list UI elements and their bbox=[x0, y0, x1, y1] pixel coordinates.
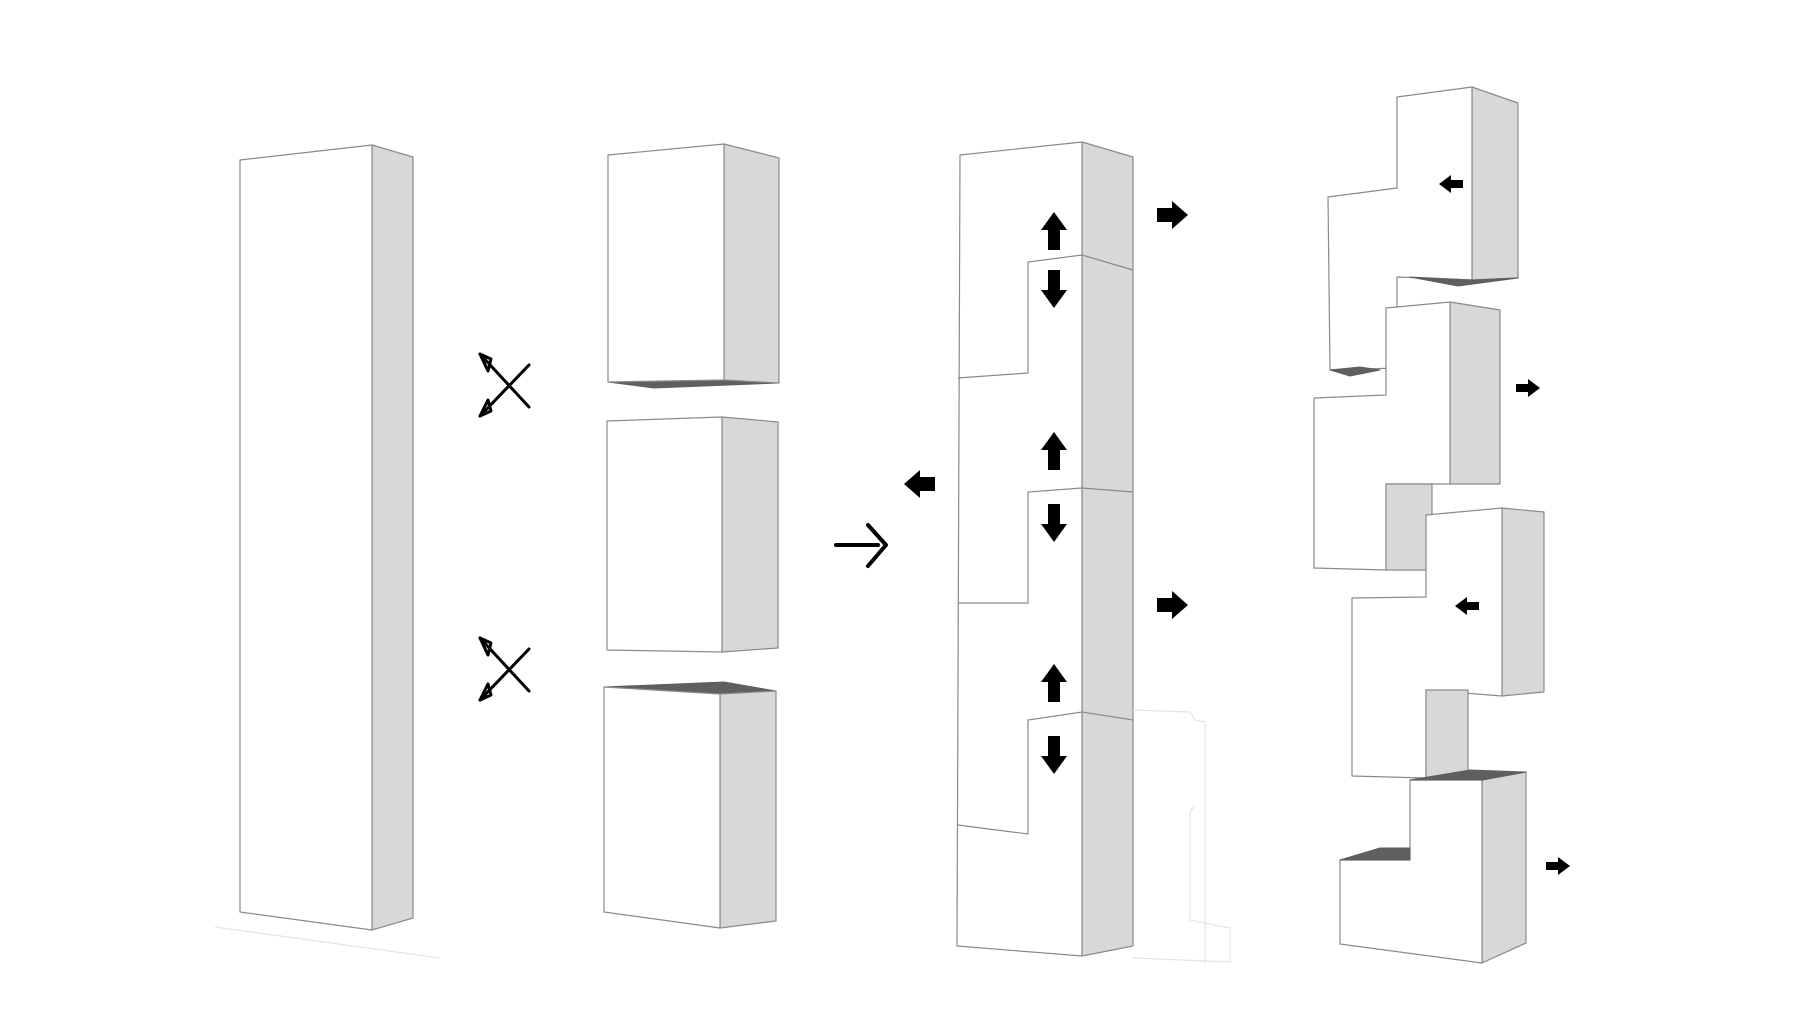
shadow-face bbox=[1339, 847, 1411, 861]
block-side-face bbox=[719, 690, 777, 929]
ghost-outline bbox=[1132, 709, 1206, 964]
scissors-icon bbox=[478, 636, 531, 702]
ghost-outline bbox=[1132, 804, 1231, 963]
block-side-face bbox=[1449, 301, 1501, 485]
scissors-icon bbox=[478, 352, 531, 418]
right-arrow-icon bbox=[1516, 379, 1540, 397]
block-side-face bbox=[1481, 771, 1527, 964]
right-arrow-icon bbox=[834, 523, 888, 568]
stack-side-face bbox=[1081, 141, 1134, 957]
block-upper bbox=[607, 143, 780, 389]
left-arrow-icon bbox=[904, 470, 935, 498]
down-arrow-icon bbox=[1041, 504, 1067, 542]
single-slab bbox=[214, 144, 441, 959]
block-side-face bbox=[721, 416, 779, 653]
block-side-face bbox=[1501, 507, 1545, 697]
slab-ground-line bbox=[214, 926, 441, 959]
block-front-face bbox=[603, 686, 721, 929]
slab-front-face bbox=[239, 144, 373, 931]
slab-side-face bbox=[371, 144, 414, 931]
block-side-face bbox=[723, 143, 780, 384]
down-arrow-icon bbox=[1041, 736, 1067, 774]
block-front-face bbox=[1339, 779, 1483, 964]
block-lower bbox=[603, 681, 777, 929]
step-seam-1 bbox=[957, 254, 1134, 379]
right-arrow-icon bbox=[1546, 857, 1570, 875]
down-arrow-icon bbox=[1041, 270, 1067, 308]
shadow-face bbox=[1409, 769, 1527, 781]
up-arrow-icon bbox=[1041, 212, 1067, 250]
left-arrow-icon bbox=[1439, 175, 1463, 193]
offset-shifted-stack bbox=[1313, 86, 1570, 964]
shifted-block-2 bbox=[1313, 301, 1501, 571]
cut-into-three-blocks bbox=[603, 143, 780, 929]
block-side-face bbox=[1385, 483, 1433, 571]
right-arrow-icon bbox=[1157, 591, 1188, 619]
block-side-face bbox=[1471, 86, 1519, 281]
right-arrow-icon bbox=[1157, 201, 1188, 229]
shifted-block-1 bbox=[1327, 86, 1519, 377]
step-seam-3 bbox=[957, 711, 1134, 835]
block-side-face bbox=[1425, 689, 1469, 779]
step-seam-2 bbox=[958, 487, 1134, 604]
stepped-interlocking-stack bbox=[904, 141, 1231, 964]
stack-front-face bbox=[956, 141, 1083, 957]
left-arrow-icon bbox=[1455, 597, 1479, 615]
up-arrow-icon bbox=[1041, 432, 1067, 470]
shadow-face bbox=[1409, 276, 1519, 287]
block-front-face bbox=[606, 416, 723, 653]
shifted-block-4 bbox=[1339, 769, 1527, 964]
up-arrow-icon bbox=[1041, 664, 1067, 702]
block-middle bbox=[606, 416, 779, 653]
shifted-block-3 bbox=[1351, 507, 1545, 779]
block-front-face bbox=[607, 143, 725, 383]
shadow-face bbox=[1329, 366, 1381, 377]
